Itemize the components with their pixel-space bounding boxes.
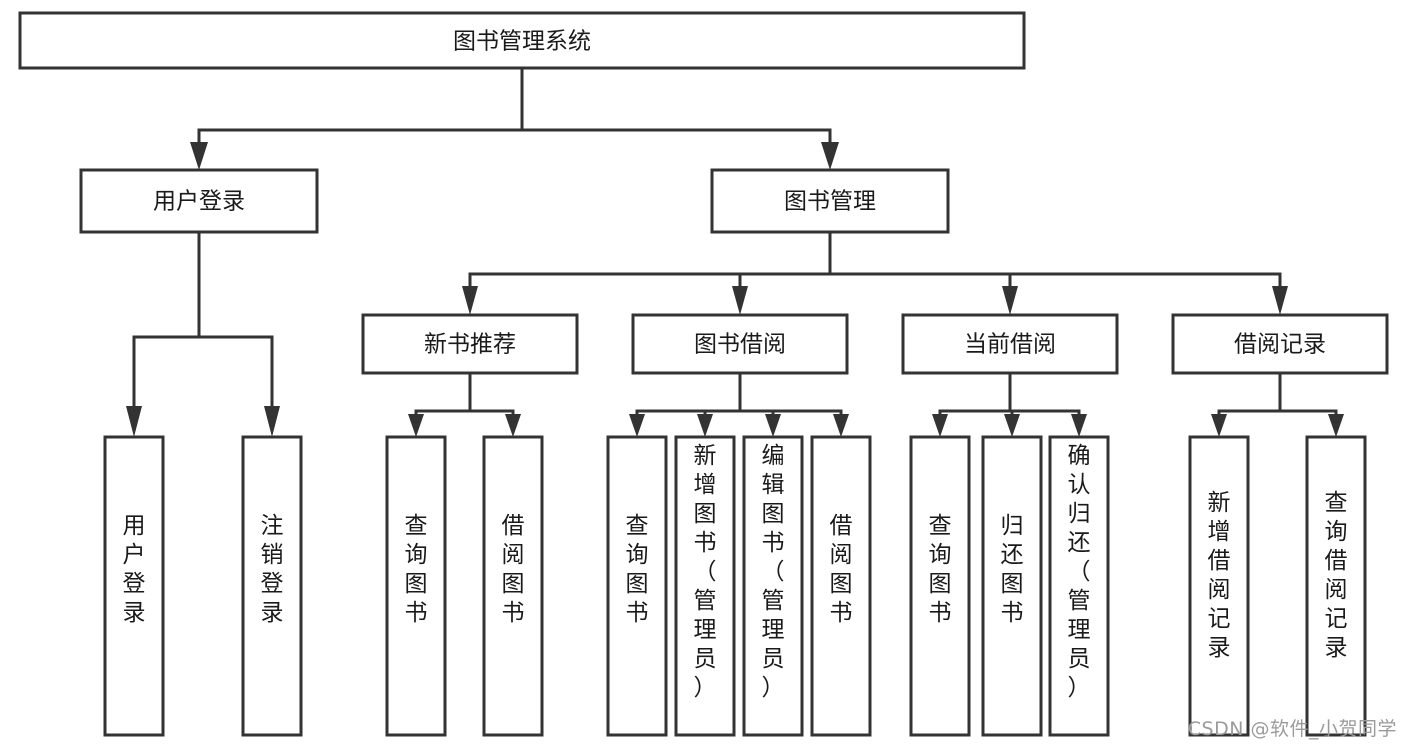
node-leaf-query-book-2-label: 查询图书 <box>626 513 649 626</box>
arrow-head-borrowrecord-0 <box>1211 414 1227 437</box>
node-leaf-edit-book-label: 编辑图书（管理员） <box>762 443 785 701</box>
node-leaf-user-login-label: 用户登录 <box>123 513 146 626</box>
node-leaf-edit-book[interactable]: 编辑图书（管理员） <box>742 435 804 737</box>
node-user-login-label: 用户登录 <box>153 189 245 215</box>
node-current-borrow-label: 当前借阅 <box>964 332 1056 358</box>
node-borrow-record-label: 借阅记录 <box>1234 332 1326 358</box>
node-new-book-recommend[interactable]: 新书推荐 <box>361 313 579 375</box>
node-leaf-query-borrow-record[interactable]: 查询借阅记录 <box>1305 435 1367 737</box>
node-leaf-borrow-book-2-box[interactable] <box>810 435 872 737</box>
node-leaf-add-borrow-record-label: 新增借阅记录 <box>1208 490 1231 661</box>
node-root-box[interactable] <box>18 11 1026 70</box>
node-leaf-confirm-return-box[interactable] <box>1048 435 1110 737</box>
arrow-head-bookborrow-3 <box>833 414 849 437</box>
node-leaf-borrow-book-1-label: 借阅图书 <box>502 513 525 626</box>
node-root[interactable]: 图书管理系统 <box>18 11 1026 70</box>
node-book-management[interactable]: 图书管理 <box>710 168 950 234</box>
connector-group-user-login <box>126 230 280 437</box>
node-leaf-borrow-book-2[interactable]: 借阅图书 <box>810 435 872 737</box>
node-leaf-add-borrow-record-box[interactable] <box>1188 435 1250 737</box>
arrow-head-bookmgmt-2 <box>1002 286 1018 315</box>
node-leaf-borrow-book-2-label: 借阅图书 <box>830 513 853 626</box>
connector-group-book-borrow <box>629 371 849 437</box>
node-book-borrow-label: 图书借阅 <box>694 332 786 358</box>
connector-group-root <box>190 66 839 170</box>
node-user-login[interactable]: 用户登录 <box>79 168 319 234</box>
arrow-head-bookmgmt-0 <box>462 286 478 315</box>
node-leaf-edit-book-box[interactable] <box>742 435 804 737</box>
arrow-head-bookmgmt-3 <box>1272 286 1288 315</box>
arrow-head-currentborrow-0 <box>932 414 948 437</box>
node-leaf-borrow-book-1-box[interactable] <box>482 435 544 737</box>
arrow-head-bookmgmt-1 <box>732 286 748 315</box>
node-leaf-query-book-3[interactable]: 查询图书 <box>909 435 971 737</box>
node-leaf-query-book-1-label: 查询图书 <box>405 513 428 626</box>
node-new-book-recommend-label: 新书推荐 <box>424 332 516 358</box>
node-leaf-return-book-label: 归还图书 <box>1001 513 1024 626</box>
node-leaf-borrow-book-1[interactable]: 借阅图书 <box>482 435 544 737</box>
node-user-login-box[interactable] <box>79 168 319 234</box>
arrow-head-userlogin-1 <box>264 406 280 437</box>
arrow-head-root-0 <box>190 142 208 170</box>
connector-group-book-management <box>462 230 1288 315</box>
node-leaf-add-book-label: 新增图书（管理员） <box>694 443 717 701</box>
connector-group-current-borrow <box>932 371 1087 437</box>
node-leaf-logout-label: 注销登录 <box>261 513 284 626</box>
node-leaf-confirm-return[interactable]: 确认归还（管理员） <box>1048 435 1110 737</box>
node-new-book-recommend-box[interactable] <box>361 313 579 375</box>
node-leaf-return-book[interactable]: 归还图书 <box>981 435 1043 737</box>
node-leaf-query-book-3-label: 查询图书 <box>929 513 952 626</box>
node-borrow-record[interactable]: 借阅记录 <box>1171 313 1389 375</box>
node-leaf-return-book-box[interactable] <box>981 435 1043 737</box>
node-root-label: 图书管理系统 <box>453 29 591 55</box>
node-book-borrow-box[interactable] <box>631 313 849 375</box>
node-borrow-record-box[interactable] <box>1171 313 1389 375</box>
arrow-head-currentborrow-1 <box>1004 414 1020 437</box>
arrow-head-bookborrow-2 <box>765 414 781 437</box>
node-leaf-query-book-2[interactable]: 查询图书 <box>606 435 668 737</box>
node-leaf-query-book-1-box[interactable] <box>385 435 447 737</box>
arrow-head-bookborrow-1 <box>697 414 713 437</box>
node-leaf-add-borrow-record[interactable]: 新增借阅记录 <box>1188 435 1250 737</box>
node-leaf-query-borrow-record-label: 查询借阅记录 <box>1325 490 1348 661</box>
arrow-head-currentborrow-2 <box>1071 414 1087 437</box>
node-leaf-user-login-box[interactable] <box>103 435 165 737</box>
node-leaf-query-book-2-box[interactable] <box>606 435 668 737</box>
node-book-management-label: 图书管理 <box>784 189 876 215</box>
node-leaf-user-login[interactable]: 用户登录 <box>103 435 165 737</box>
connector-group-borrow-record <box>1211 371 1344 437</box>
node-current-borrow-box[interactable] <box>901 313 1119 375</box>
arrow-head-bookborrow-0 <box>629 414 645 437</box>
node-leaf-logout[interactable]: 注销登录 <box>241 435 303 737</box>
node-current-borrow[interactable]: 当前借阅 <box>901 313 1119 375</box>
node-leaf-logout-box[interactable] <box>241 435 303 737</box>
connector-group-new-book-recommend <box>408 371 521 437</box>
node-leaf-query-book-3-box[interactable] <box>909 435 971 737</box>
node-leaf-add-book-box[interactable] <box>674 435 736 737</box>
arrow-head-newbook-1 <box>505 414 521 437</box>
node-book-borrow[interactable]: 图书借阅 <box>631 313 849 375</box>
node-leaf-confirm-return-label: 确认归还（管理员） <box>1068 443 1091 701</box>
arrow-head-root-1 <box>821 142 839 170</box>
node-leaf-add-book[interactable]: 新增图书（管理员） <box>674 435 736 737</box>
node-leaf-query-book-1[interactable]: 查询图书 <box>385 435 447 737</box>
node-book-management-box[interactable] <box>710 168 950 234</box>
arrow-head-userlogin-0 <box>126 406 142 437</box>
arrow-head-newbook-0 <box>408 414 424 437</box>
node-leaf-query-borrow-record-box[interactable] <box>1305 435 1367 737</box>
arrow-head-borrowrecord-1 <box>1328 414 1344 437</box>
